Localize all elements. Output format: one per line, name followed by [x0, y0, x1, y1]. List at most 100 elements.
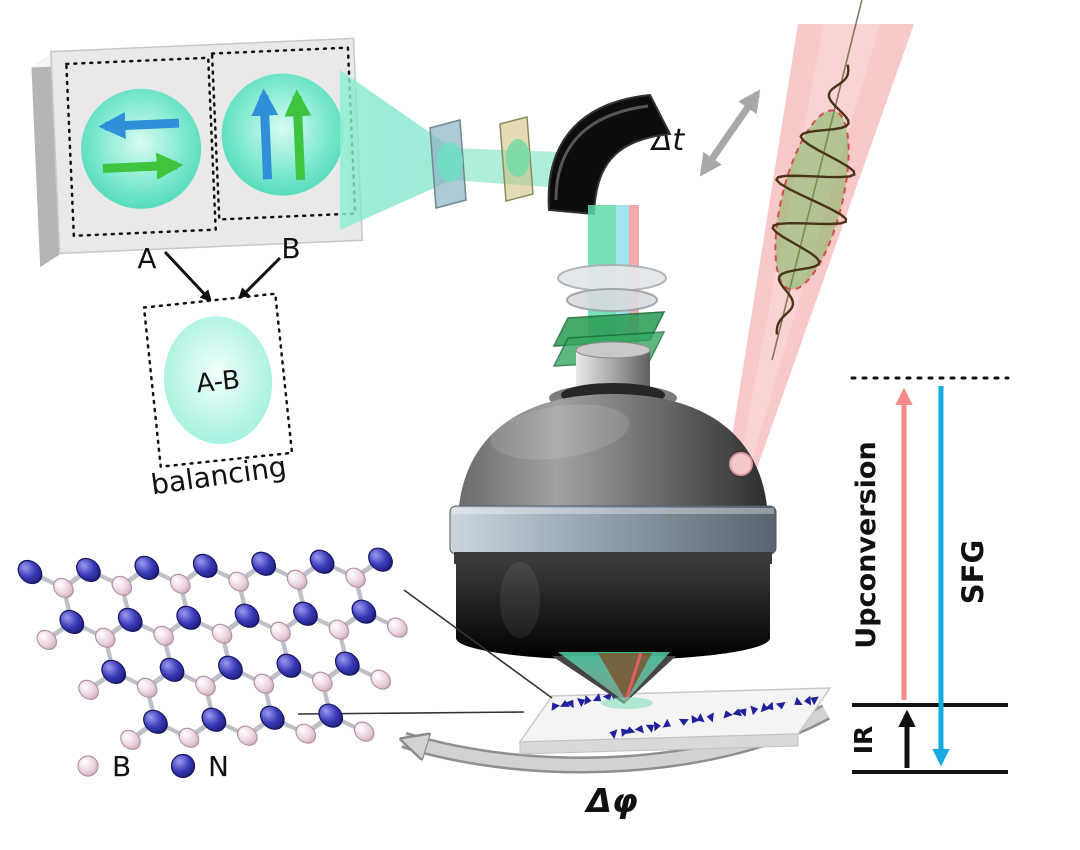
- polarization-arrow-green-b: [284, 89, 312, 181]
- signal-beam-cone: [340, 70, 452, 230]
- sample-crystal: [645, 724, 655, 733]
- detector-window-a: [65, 56, 218, 238]
- nitrogen-atom: [259, 705, 285, 730]
- boron-atom: [178, 727, 200, 748]
- nitrogen-atom: [276, 653, 302, 678]
- boron-atom: [136, 677, 158, 698]
- difference-spot: [163, 316, 273, 445]
- nitrogen-atom: [218, 655, 243, 680]
- boron-atom: [253, 673, 275, 694]
- nitrogen-atom: [159, 657, 185, 682]
- sample-crystal: [723, 710, 733, 719]
- signal-beam-path: [340, 70, 672, 367]
- objective-separator: [454, 552, 772, 564]
- nitrogen-atom: [293, 601, 318, 626]
- sample-crystal-flakes: [551, 688, 819, 739]
- lattice-bonds: [29, 557, 398, 742]
- sample-crystal: [592, 693, 602, 702]
- nitrogen-atom: [59, 609, 85, 635]
- sample-crystal: [560, 700, 570, 707]
- nitrogen-atom: [351, 599, 377, 624]
- boron-atom: [295, 723, 317, 744]
- sample-crystal: [706, 712, 714, 723]
- nitrogen-atom: [17, 559, 43, 585]
- boron-atom: [353, 721, 375, 742]
- lens-2: [566, 288, 658, 312]
- boron-atom: [236, 725, 258, 746]
- sample-crystal: [810, 696, 819, 706]
- sample-crystal: [662, 718, 671, 728]
- difference-label: A-B: [195, 365, 241, 399]
- nitrogen-atom: [201, 707, 227, 732]
- boron-atom: [386, 617, 408, 638]
- boron-atom: [228, 571, 249, 592]
- nitrogen-atom: [251, 551, 277, 576]
- sample-front-face: [519, 733, 799, 755]
- sample-crystal: [760, 702, 769, 713]
- beamsplitter-1-spot: [437, 142, 463, 182]
- objective-neck-top: [575, 341, 651, 359]
- nitrogen-atom: [101, 659, 127, 684]
- energy-level-diagram: Upconversion SFG IR: [849, 376, 1010, 774]
- sample-crystal: [696, 713, 705, 723]
- legend-nitrogen-label: N: [208, 750, 229, 783]
- detector-panel-body: [31, 37, 364, 268]
- boron-atom: [111, 575, 133, 597]
- delay-arrow: [699, 89, 761, 177]
- boron-atom: [36, 629, 58, 651]
- focus-glow: [601, 697, 653, 709]
- boron-atom: [169, 573, 191, 594]
- sample-crystal: [775, 701, 786, 710]
- mirror-highlight: [554, 104, 649, 201]
- ir-entry-spot: [729, 452, 753, 476]
- sample-top-face: [518, 687, 832, 743]
- sample-crystal: [653, 721, 661, 732]
- pulse-waveform-group: [771, 64, 856, 335]
- detector-label-a: A: [137, 242, 156, 275]
- zoom-line-1: [403, 589, 553, 699]
- nitrogen-atom: [309, 549, 335, 574]
- phase-label: Δφ: [583, 781, 637, 820]
- nitrogen-atom: [318, 703, 344, 728]
- objective: [449, 341, 777, 709]
- sample-crystal: [794, 696, 803, 706]
- band-highlight: [452, 508, 774, 514]
- polarization-arrow-green-a: [102, 152, 184, 180]
- sample-crystal: [678, 718, 689, 726]
- sfg-label: SFG: [956, 540, 990, 605]
- boron-atom: [53, 577, 74, 599]
- sample-crystal: [738, 708, 747, 717]
- boron-atom: [211, 623, 233, 644]
- sample-crystal: [691, 715, 700, 724]
- sample-crystal: [609, 729, 618, 739]
- ir-beam: Δt: [650, 0, 914, 468]
- nitrogen-atom: [117, 607, 143, 632]
- boron-atom: [311, 671, 333, 692]
- routing-arrow-b: [237, 256, 282, 301]
- legend-boron-sphere: [77, 755, 99, 777]
- sample-crystal: [750, 705, 759, 716]
- boron-atom: [286, 569, 308, 590]
- boron-atom: [94, 627, 116, 649]
- boron-atom: [370, 669, 392, 690]
- sample-crystal: [551, 702, 561, 711]
- sample-crystal: [732, 708, 743, 717]
- barrel-sheen: [500, 562, 540, 638]
- focus-beam-red: [624, 652, 643, 701]
- objective-dome: [458, 394, 768, 518]
- sample-crystal: [634, 725, 644, 734]
- lattice-atom-group: [17, 547, 408, 750]
- boron-atom: [195, 675, 216, 696]
- nitrogen-atom: [176, 605, 202, 630]
- pulse-waveform: [771, 64, 856, 335]
- lens-1: [557, 264, 667, 292]
- sample-crystal: [584, 695, 592, 706]
- beamsplitter-2-spot: [506, 139, 530, 177]
- hbn-lattice: [17, 547, 408, 750]
- nitrogen-atom: [143, 709, 168, 734]
- sample-crystal: [625, 726, 636, 734]
- sample-crystal: [565, 699, 574, 709]
- sample-crystal: [803, 695, 812, 706]
- routing-arrow-a: [163, 250, 213, 303]
